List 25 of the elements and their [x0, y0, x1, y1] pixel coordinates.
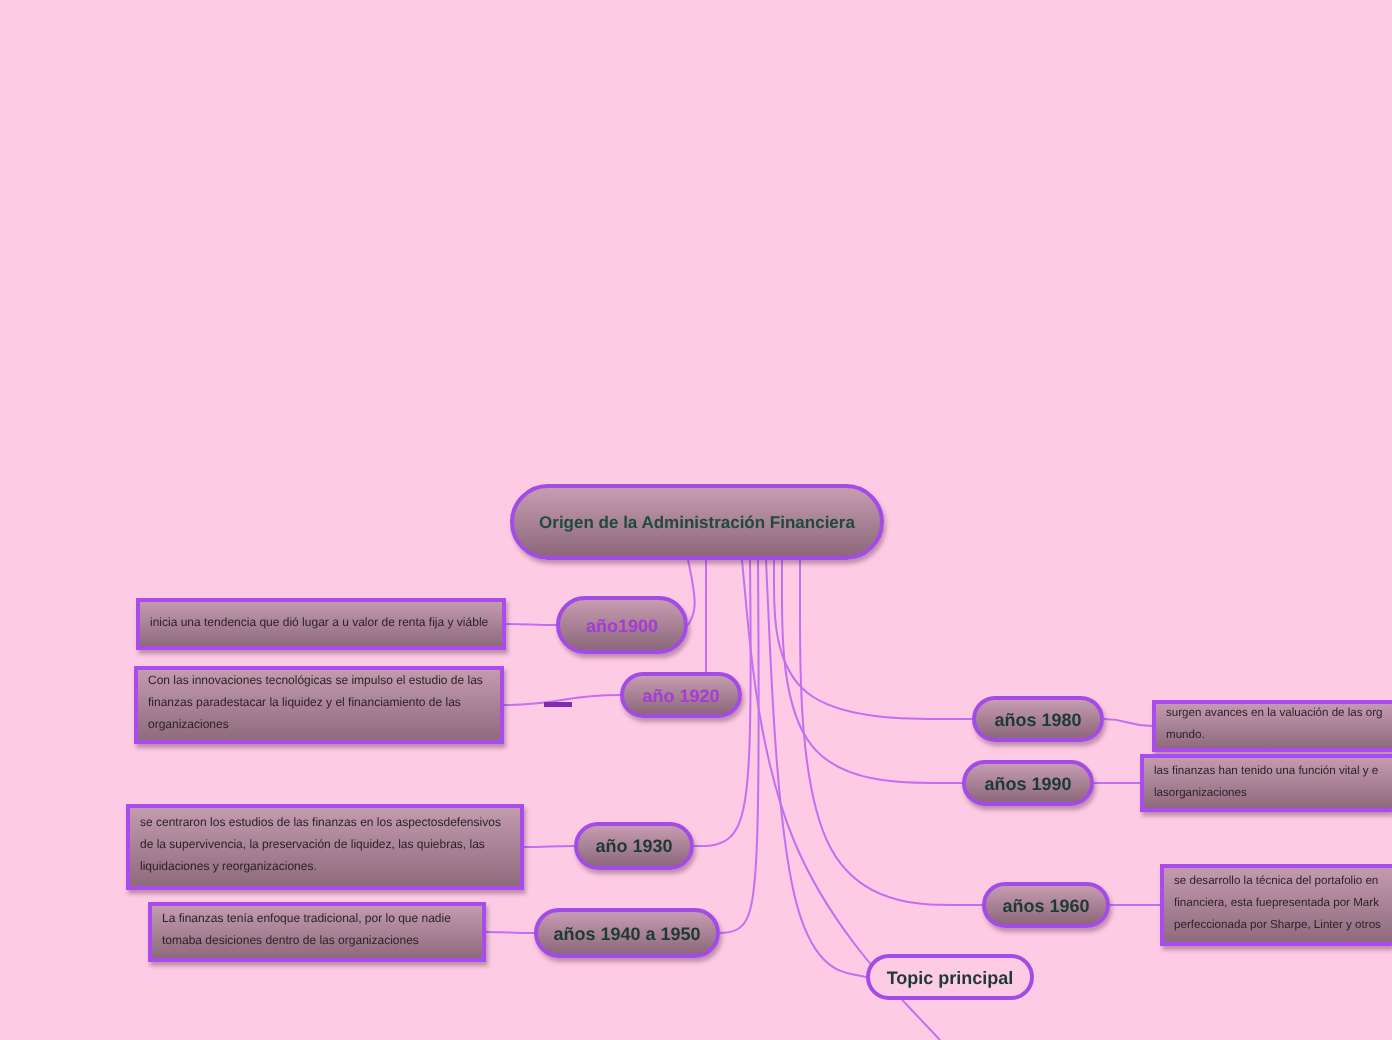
- subtopic: año 1920: [620, 672, 742, 718]
- subtopic: años 1960: [982, 882, 1110, 928]
- connector-line: [799, 559, 983, 906]
- connector-line: [719, 559, 760, 934]
- connector-line: [505, 623, 557, 626]
- connector-line: [1109, 904, 1161, 906]
- connector-line: [687, 559, 696, 626]
- subtopic: años 1990: [962, 760, 1094, 806]
- subtopic: años 1980: [972, 696, 1104, 742]
- subtopic: años 1940 a 1950: [534, 908, 720, 958]
- connector-line: [693, 559, 752, 847]
- connector-line: [765, 559, 867, 978]
- connector-line: [1103, 718, 1153, 727]
- connector-line: [503, 694, 621, 706]
- connector-line: [523, 845, 575, 848]
- connector-line: [741, 559, 941, 1040]
- subtopic: año 1930: [574, 822, 694, 870]
- subtopic: Topic principal: [866, 954, 1034, 1000]
- connector-line: [705, 559, 707, 673]
- central-topic: Origen de la Administración Financiera: [510, 484, 884, 560]
- connector-line: [781, 559, 963, 784]
- connector-line: [1093, 782, 1141, 784]
- connector-line: [773, 559, 973, 720]
- connector-line: [485, 931, 535, 934]
- subtopic: año1900: [556, 596, 688, 654]
